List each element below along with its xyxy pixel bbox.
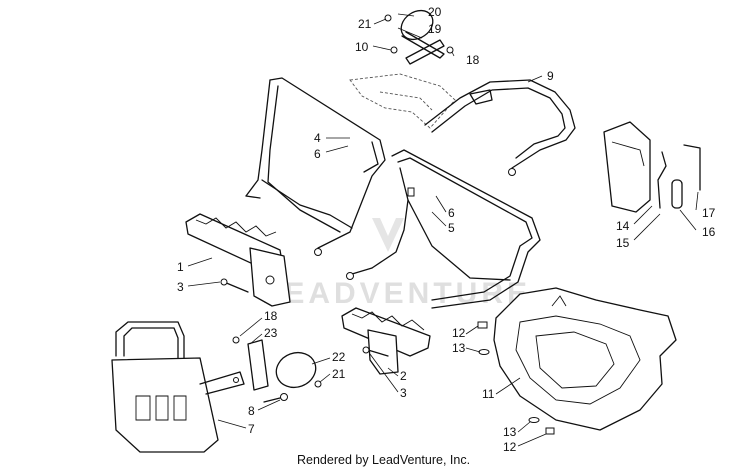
part-phantom-bracket xyxy=(349,73,456,129)
callout-4: 4 xyxy=(314,131,321,145)
leadventure-watermark: LEADVENTURE xyxy=(262,218,531,310)
callout-17: 17 xyxy=(702,206,716,220)
part-grab-handle xyxy=(424,79,576,176)
callout-labels: 21 20 19 10 18 9 4 6 6 5 14 15 17 16 1 3… xyxy=(177,5,716,454)
part-footpeg-right xyxy=(341,307,431,375)
watermark-text: LEADVENTURE xyxy=(262,277,531,310)
callout-10: 10 xyxy=(355,40,369,54)
leader-lines xyxy=(187,13,699,447)
callout-15: 15 xyxy=(616,236,630,250)
part-reflector-lower xyxy=(232,336,322,403)
callout-21: 21 xyxy=(332,367,346,381)
callout-13: 13 xyxy=(503,425,517,439)
callout-22: 22 xyxy=(332,350,346,364)
callout-18: 18 xyxy=(264,309,278,323)
callout-12: 12 xyxy=(503,440,517,454)
part-side-rack-left xyxy=(245,77,386,256)
callout-1: 1 xyxy=(177,260,184,274)
callout-14: 14 xyxy=(616,219,630,233)
callout-6: 6 xyxy=(314,147,321,161)
callout-18: 18 xyxy=(466,53,480,67)
part-reflector-top xyxy=(384,9,454,65)
callout-13: 13 xyxy=(452,341,466,355)
part-skid-plate xyxy=(477,287,677,435)
part-guard-kit xyxy=(603,121,701,213)
callout-3: 3 xyxy=(400,386,407,400)
part-side-rack-right xyxy=(346,149,541,309)
watermark-logo-mark xyxy=(372,218,404,252)
callout-20: 20 xyxy=(428,5,442,19)
callout-23: 23 xyxy=(264,326,278,340)
callout-21: 21 xyxy=(358,17,372,31)
callout-5: 5 xyxy=(448,221,455,235)
callout-16: 16 xyxy=(702,225,716,239)
render-credit: Rendered by LeadVenture, Inc. xyxy=(297,453,470,467)
part-bumper xyxy=(111,321,245,453)
callout-6: 6 xyxy=(448,206,455,220)
callout-19: 19 xyxy=(428,22,442,36)
callout-2: 2 xyxy=(400,369,407,383)
callout-9: 9 xyxy=(547,69,554,83)
callout-11: 11 xyxy=(482,387,495,401)
callout-7: 7 xyxy=(248,422,255,436)
part-footpeg-left xyxy=(185,213,291,307)
callout-12: 12 xyxy=(452,326,466,340)
callout-8: 8 xyxy=(248,404,255,418)
callout-3: 3 xyxy=(177,280,184,294)
